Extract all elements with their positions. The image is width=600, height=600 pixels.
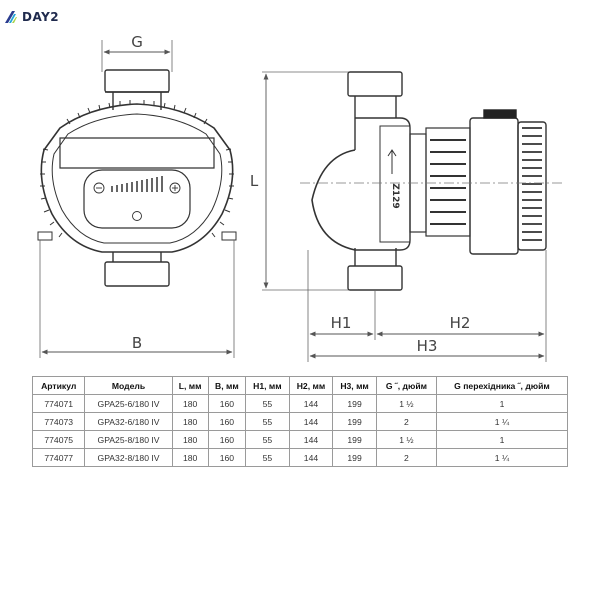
table-cell: 180 <box>171 412 209 431</box>
table-cell: 1 <box>435 430 569 449</box>
dim-label-h2: H2 <box>450 314 471 332</box>
front-view <box>37 40 237 358</box>
dim-label-b: B <box>132 334 142 352</box>
brand-logo: DAY2 <box>4 6 59 28</box>
table-cell: 160 <box>207 394 247 413</box>
col-header-b: B, мм <box>207 376 247 395</box>
col-header-l: L, мм <box>171 376 209 395</box>
table-row: 774077 GPA32-8/180 IV 180 160 55 144 199… <box>31 448 569 467</box>
col-header-h3: H3, мм <box>332 376 377 395</box>
table-cell: 1 ¼ <box>435 412 569 431</box>
table-cell: 199 <box>332 412 377 431</box>
logo-mark-icon <box>5 11 17 23</box>
col-header-g-adapter: G перехідника ˝, дюйм <box>435 376 569 395</box>
table-cell: 160 <box>207 412 247 431</box>
table-cell: 774075 <box>31 430 86 449</box>
table-cell: 1 <box>435 394 569 413</box>
spec-table: Артикул Модель L, мм B, мм H1, мм H2, мм… <box>31 376 569 467</box>
col-header-h2: H2, мм <box>288 376 334 395</box>
table-cell: 55 <box>245 448 290 467</box>
brand-name: DAY2 <box>22 10 60 24</box>
table-cell: 180 <box>171 448 209 467</box>
col-header-g: G ˝, дюйм <box>375 376 437 395</box>
table-cell: 1 ¼ <box>435 448 569 467</box>
dim-label-h3: H3 <box>417 337 438 355</box>
dim-label-l: L <box>250 172 259 190</box>
table-cell: 55 <box>245 394 290 413</box>
table-cell: 774077 <box>31 448 86 467</box>
table-cell: 55 <box>245 412 290 431</box>
table-cell: 180 <box>171 394 209 413</box>
table-header-row: Артикул Модель L, мм B, мм H1, мм H2, мм… <box>31 376 569 395</box>
table-cell: GPA32-8/180 IV <box>84 448 173 467</box>
col-header-article: Артикул <box>31 376 86 395</box>
dim-label-h1: H1 <box>331 314 352 332</box>
table-cell: 144 <box>288 394 334 413</box>
table-cell: GPA25-8/180 IV <box>84 430 173 449</box>
table-cell: 180 <box>171 430 209 449</box>
table-cell: 55 <box>245 430 290 449</box>
table-cell: GPA25-6/180 IV <box>84 394 173 413</box>
table-cell: 144 <box>288 448 334 467</box>
table-cell: 199 <box>332 430 377 449</box>
table-cell: 1 ½ <box>375 394 437 413</box>
table-cell: GPA32-6/180 IV <box>84 412 173 431</box>
col-header-model: Модель <box>84 376 173 395</box>
side-view <box>262 71 562 362</box>
table-cell: 2 <box>375 412 437 431</box>
table-cell: 199 <box>332 394 377 413</box>
col-header-h1: H1, мм <box>245 376 290 395</box>
table-cell: 199 <box>332 448 377 467</box>
table-cell: 144 <box>288 412 334 431</box>
table-row: 774071 GPA25-6/180 IV 180 160 55 144 199… <box>31 394 569 413</box>
body-mark: Z129 <box>390 183 400 208</box>
table-cell: 2 <box>375 448 437 467</box>
table-cell: 160 <box>207 448 247 467</box>
table-cell: 774071 <box>31 394 86 413</box>
table-row: 774073 GPA32-6/180 IV 180 160 55 144 199… <box>31 412 569 431</box>
table-cell: 1 ½ <box>375 430 437 449</box>
table-cell: 774073 <box>31 412 86 431</box>
table-row: 774075 GPA25-8/180 IV 180 160 55 144 199… <box>31 430 569 449</box>
dim-label-g: G <box>131 33 143 51</box>
table-cell: 144 <box>288 430 334 449</box>
table-cell: 160 <box>207 430 247 449</box>
pump-technical-drawing: G B <box>37 33 562 362</box>
